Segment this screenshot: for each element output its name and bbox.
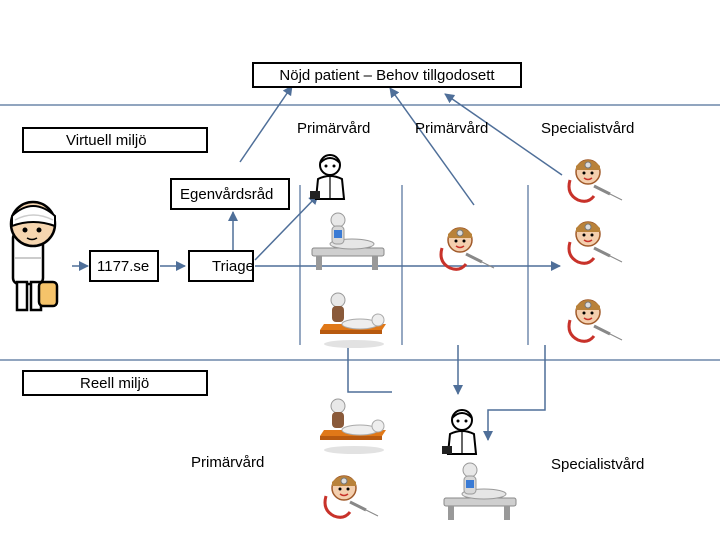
- doctor-icon-bottom: [442, 409, 478, 455]
- site-1177-box: 1177.se: [89, 250, 159, 282]
- doctor-icon-top: [310, 154, 346, 200]
- patient-figure: [9, 200, 59, 312]
- triage-label: Triage: [212, 257, 254, 275]
- column-header-specialist: Specialistvård: [541, 120, 635, 137]
- real-nurse-icon: [323, 475, 379, 519]
- arrow-down-col1: [347, 345, 392, 393]
- real-label-primary: Primärvård: [191, 454, 265, 471]
- bed-patient-icon-2: [320, 398, 386, 454]
- egenvard-box: Egenvårdsråd: [170, 178, 290, 210]
- real-zone-label: Reell miljö: [80, 374, 150, 392]
- goal-box: Nöjd patient – Behov tillgodosett: [252, 62, 522, 88]
- bed-patient-icon-1: [320, 292, 386, 348]
- exam-table-icon-1: [311, 212, 385, 270]
- arrow-down-col3: [483, 345, 546, 441]
- virtual-zone-box: Virtuell miljö: [22, 127, 208, 153]
- arrow-to-goal-1: [239, 85, 293, 163]
- arrow-to-goal-2: [389, 87, 475, 206]
- primary-nurse-icon: [439, 227, 495, 271]
- egenvard-label: Egenvårdsråd: [180, 185, 274, 203]
- site-1177-label: 1177.se: [97, 257, 150, 275]
- specialist-icon-1: [567, 159, 623, 203]
- real-zone-box: Reell miljö: [22, 370, 208, 396]
- specialist-icon-3: [567, 299, 623, 343]
- arrow-triage-doctor: [254, 194, 319, 261]
- arrow-to-goal-3: [444, 93, 563, 176]
- column-header-primary-b: Primärvård: [415, 120, 489, 137]
- virtual-zone-label: Virtuell miljö: [66, 131, 147, 149]
- exam-table-icon-2: [443, 462, 517, 520]
- real-label-specialist: Specialistvård: [551, 456, 645, 473]
- column-header-primary-a: Primärvård: [297, 120, 371, 137]
- triage-box: Triage: [188, 250, 254, 282]
- goal-label: Nöjd patient – Behov tillgodosett: [279, 66, 495, 84]
- specialist-icon-2: [567, 221, 623, 265]
